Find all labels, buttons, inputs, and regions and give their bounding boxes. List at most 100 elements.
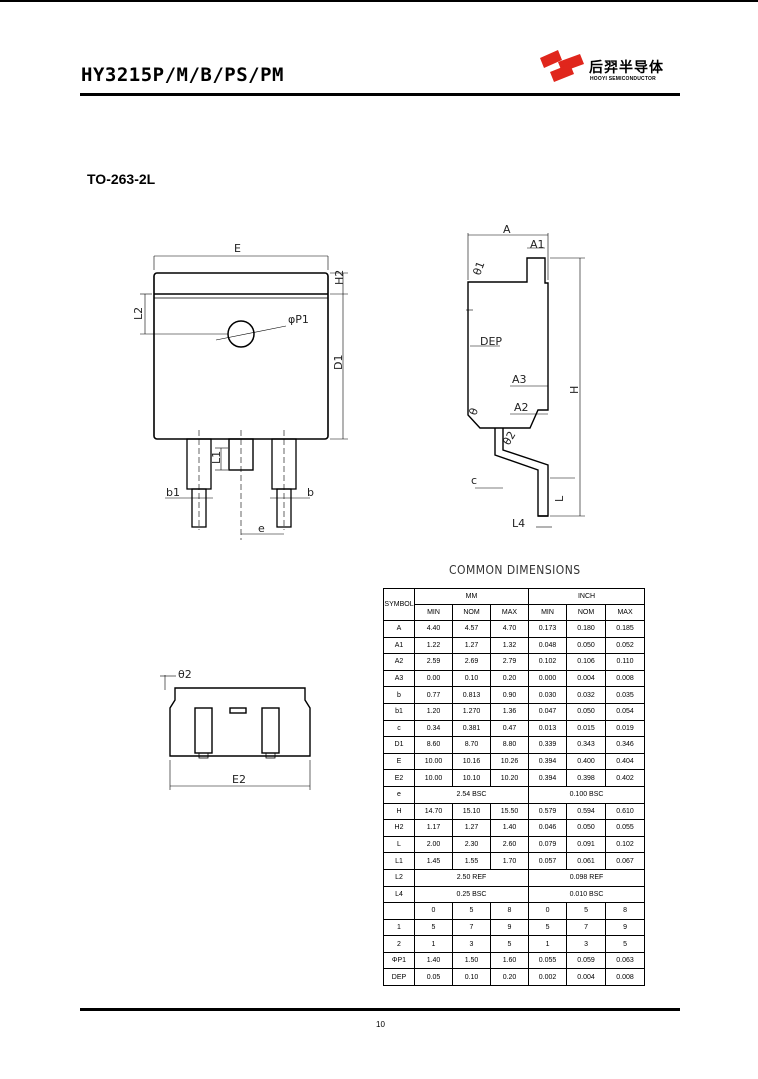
table-cell: 0.180 [566, 620, 607, 638]
table-cell: 0.343 [566, 736, 607, 754]
table-cell: 0.185 [605, 620, 646, 638]
header-symbol: SYMBOL [383, 588, 415, 621]
table-cell: 1.17 [414, 819, 453, 837]
table-cell: b1 [383, 702, 415, 721]
table-cell: 0.594 [566, 802, 607, 821]
table-cell: D1 [383, 736, 415, 754]
table-cell: 2 [383, 935, 415, 953]
label-theta2b: θ2 [178, 668, 192, 681]
label-A1: A1 [530, 238, 545, 251]
table-cell: 1.22 [414, 636, 453, 655]
table-cell: L4 [383, 885, 415, 904]
table-cell: 0.055 [605, 819, 646, 837]
page-number: 10 [376, 1020, 385, 1029]
table-cell: 0.346 [605, 736, 646, 754]
table-cell: H2 [383, 819, 415, 837]
label-phiP1: φP1 [288, 313, 309, 326]
label-L2: L2 [132, 307, 145, 320]
table-cell: 0.048 [528, 636, 568, 655]
table-cell: 1.27 [452, 636, 491, 655]
subheader: NOM [452, 604, 491, 621]
table-cell: 0.398 [566, 769, 607, 787]
table-cell: 10.20 [489, 769, 530, 787]
table-cell: 1.20 [414, 702, 453, 721]
table-cell: 10.00 [414, 752, 453, 771]
table-cell: b [383, 686, 415, 704]
table-cell: 1.27 [452, 819, 491, 837]
table-cell: A3 [383, 669, 415, 688]
table-cell: 0.339 [528, 736, 568, 754]
table-cell: A2 [383, 653, 415, 671]
table-cell: 0.404 [605, 752, 646, 771]
dimensions-table: SYMBOL MM INCH MIN NOM MAX MIN NOM MAX A… [383, 588, 646, 987]
table-cell: 0.019 [605, 719, 646, 738]
lead-left-upper [186, 438, 212, 490]
table-cell: 1 [528, 935, 568, 953]
table-cell: 5 [452, 902, 491, 920]
end-lead-right [261, 707, 280, 754]
table-cell: 1.45 [414, 852, 453, 870]
table-cell: 0.00 [414, 669, 453, 688]
subheader: MAX [489, 604, 530, 621]
lead-right-upper [271, 438, 297, 490]
table-cell: 5 [489, 935, 530, 953]
subheader: MIN [528, 604, 568, 621]
table-cell: 7 [452, 918, 491, 937]
table-cell: 0.25 BSC [413, 885, 530, 904]
label-L: L [553, 495, 566, 502]
logo-english-name: HOOYI SEMICONDUCTOR [590, 76, 656, 82]
label-c: c [471, 474, 477, 487]
table-cell: 0.050 [566, 819, 607, 837]
table-cell: 1 [414, 935, 453, 953]
table-cell: 0.579 [528, 802, 568, 821]
table-cell: 0.050 [566, 702, 607, 721]
table-cell: 0.008 [605, 968, 646, 987]
table-cell: 0.394 [528, 769, 568, 787]
table-cell: 9 [605, 918, 646, 937]
table-cell: 0.381 [452, 719, 491, 738]
table-cell: 0.106 [566, 653, 607, 671]
label-E2: E2 [232, 773, 246, 786]
table-cell: 10.26 [489, 752, 530, 771]
table-cell: 0.015 [566, 719, 607, 738]
package-name: TO-263-2L [87, 171, 156, 187]
table-cell: 2.50 REF [413, 868, 530, 887]
end-body [169, 687, 311, 757]
table-cell: 4.70 [489, 620, 530, 638]
table-cell: 0.77 [414, 686, 453, 704]
table-cell: 0.004 [566, 968, 607, 987]
table-cell: 0.610 [605, 802, 646, 821]
table-cell: L1 [383, 852, 415, 870]
table-cell: 0.10 [452, 968, 491, 987]
table-cell: 0.90 [489, 686, 530, 704]
table-cell: 2.59 [414, 653, 453, 671]
table-cell: 3 [452, 935, 491, 953]
table-cell: c [383, 719, 415, 738]
table-cell: 4.57 [452, 620, 491, 638]
table-cell: 0.102 [528, 653, 568, 671]
table-cell: 1.60 [489, 951, 530, 970]
table-cell: 0.402 [605, 769, 646, 787]
label-H2: H2 [333, 270, 346, 285]
table-cell: 0.013 [528, 719, 568, 738]
label-L4: L4 [512, 517, 525, 530]
end-lead-left [194, 707, 213, 754]
label-H: H [568, 386, 581, 394]
table-cell: A [383, 620, 415, 638]
table-cell: 8.80 [489, 736, 530, 754]
top-border [0, 0, 758, 2]
table-cell: 9 [489, 918, 530, 937]
table-cell: 0.035 [605, 686, 646, 704]
table-cell: 0.394 [528, 752, 568, 771]
table-cell: e [383, 785, 415, 804]
label-L1: L1 [210, 451, 223, 464]
table-cell: 0.032 [566, 686, 607, 704]
table-cell: 3 [566, 935, 607, 953]
